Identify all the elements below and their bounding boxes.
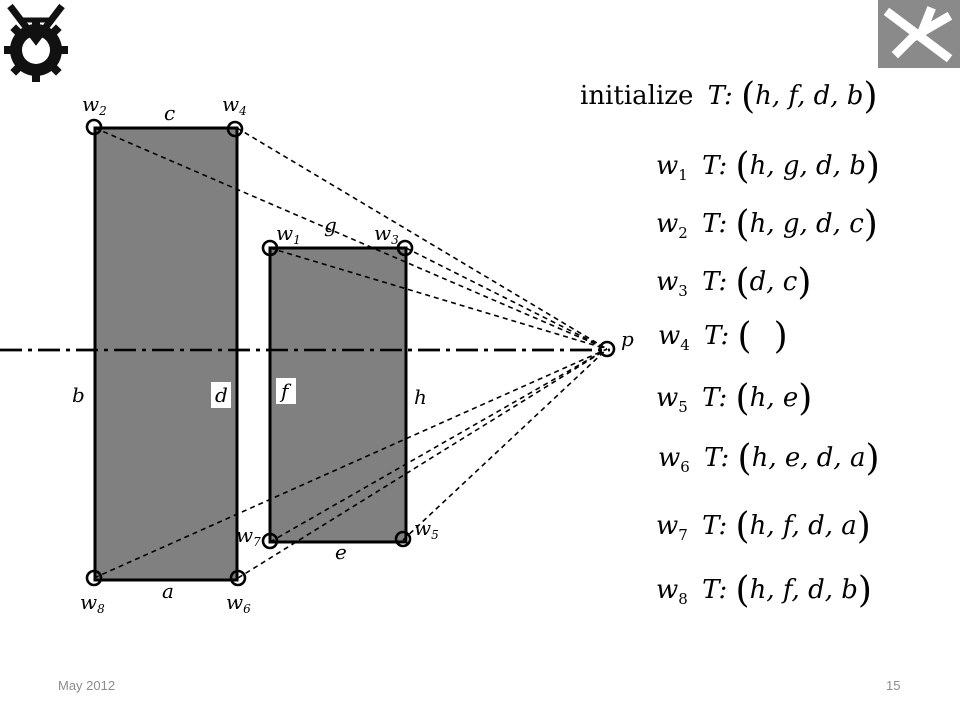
step-t-label: T:: [707, 81, 733, 111]
step-t-label: T:: [702, 151, 728, 181]
ray-w2: [94, 127, 608, 350]
step-var: w8: [656, 575, 688, 609]
vertex-p: [598, 340, 616, 358]
vertices: [85, 118, 616, 587]
edge-label-h: h: [414, 385, 427, 409]
step-prefix: initialize: [580, 81, 694, 111]
step-var: w1: [656, 151, 688, 185]
step-t-label: T:: [702, 209, 728, 239]
step-w8: w8 T: (h, f, d, b): [656, 570, 872, 611]
label-box-d: [211, 382, 231, 408]
large-rectangle: [93, 126, 239, 582]
step-initialize: initialize T: (h, f, d, b): [580, 76, 878, 117]
label-w4: w4: [222, 92, 247, 118]
label-w2: w2: [82, 92, 107, 118]
step-w6: w6 T: (h, e, d, a): [658, 438, 880, 479]
ray-w3: [405, 247, 608, 350]
label-w3: w3: [374, 221, 399, 247]
label-w1: w1: [276, 221, 301, 247]
step-w3: w3 T: (d, c): [656, 262, 812, 303]
vertex-w3: [396, 239, 414, 257]
ray-w6: [237, 348, 608, 579]
label-w6: w6: [226, 590, 251, 616]
step-var: w2: [656, 209, 688, 243]
step-var: w3: [656, 267, 688, 301]
step-w1: w1 T: (h, g, d, b): [656, 146, 880, 187]
step-t-label: T:: [704, 321, 730, 351]
edge-label-a: a: [162, 579, 174, 603]
edge-label-e: e: [335, 540, 347, 564]
step-set: h, f, d, b: [755, 81, 864, 111]
vertex-w6: [229, 569, 247, 587]
ray-w8: [93, 348, 608, 579]
step-set: h, e, d, a: [751, 443, 866, 473]
vertex-w8: [85, 569, 103, 587]
step-t-label: T:: [702, 575, 728, 605]
step-set: d, c: [749, 267, 798, 297]
ray-w5: [402, 348, 608, 541]
vertex-w7: [261, 532, 279, 550]
step-t-label: T:: [704, 443, 730, 473]
technion-logo-icon: [0, 0, 72, 86]
step-var: w7: [656, 511, 688, 545]
step-set: h, e: [749, 383, 799, 413]
vertex-w1: [261, 239, 279, 257]
step-t-label: T:: [702, 383, 728, 413]
step-w2: w2 T: (h, g, d, c): [656, 204, 878, 245]
edge-label-g: g: [324, 213, 337, 237]
department-logo-icon: [878, 0, 960, 68]
label-box-f: [276, 378, 296, 404]
step-set: h, g, d, c: [749, 209, 864, 239]
vertex-w4: [226, 120, 244, 138]
step-set: h, f, d, b: [749, 575, 858, 605]
step-w5: w5 T: (h, e): [656, 378, 813, 419]
step-set: h, f, d, a: [749, 511, 857, 541]
label-w5: w5: [414, 516, 439, 542]
step-var: w4: [658, 321, 690, 355]
label-w8: w8: [80, 590, 105, 616]
vertex-w5: [394, 530, 412, 548]
rays: [93, 127, 608, 579]
vertex-w2: [85, 118, 103, 136]
step-var: w5: [656, 383, 688, 417]
ray-w1: [269, 247, 608, 350]
step-t-label: T:: [702, 267, 728, 297]
page-number: 15: [886, 678, 901, 693]
step-var: w6: [658, 443, 690, 477]
point-label-p: p: [621, 327, 634, 351]
step-t-label: T:: [702, 511, 728, 541]
edge-label-d: d: [215, 383, 228, 407]
footer-date: May 2012: [58, 678, 116, 693]
small-rectangle: [268, 246, 408, 544]
edge-label-b: b: [72, 383, 85, 407]
edge-label-c: c: [164, 101, 175, 125]
label-w7: w7: [236, 523, 261, 549]
step-w4: w4 T: (): [658, 316, 788, 357]
ray-w7: [269, 348, 608, 543]
step-set: h, g, d, b: [749, 151, 866, 181]
step-w7: w7 T: (h, f, d, a): [656, 506, 871, 547]
